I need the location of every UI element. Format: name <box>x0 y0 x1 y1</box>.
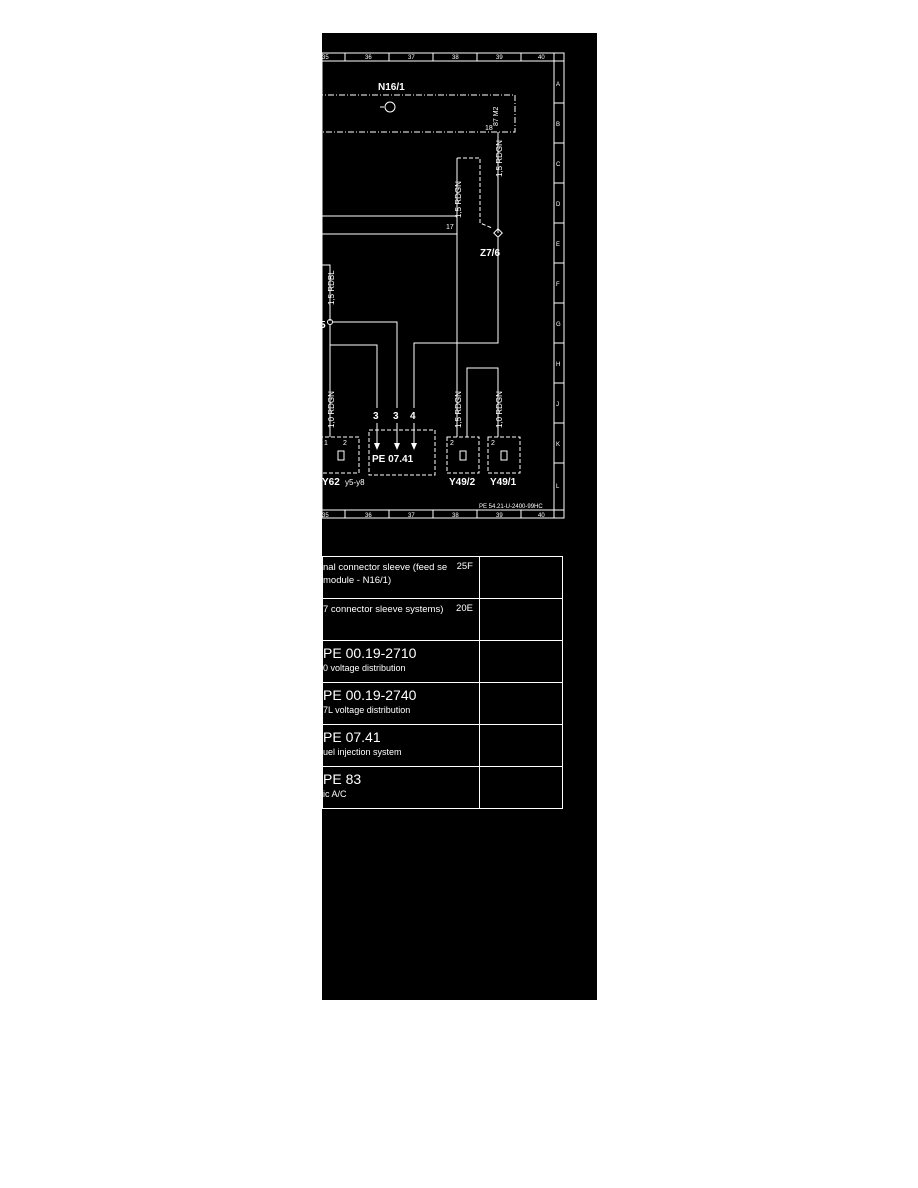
solenoid-icon <box>500 450 508 461</box>
col-39: 39 <box>496 55 503 61</box>
legend-subtitle: 0 voltage distribution <box>323 663 406 673</box>
legend-row: PE 00.19-2740 7L voltage distribution <box>322 682 564 725</box>
col-35: 35 <box>322 55 329 61</box>
legend-desc-cell: PE 07.41 uel injection system <box>322 724 480 767</box>
legend-row: PE 07.41 uel injection system <box>322 724 564 767</box>
legend-table: nal connector sleeve (feed se module - N… <box>322 556 564 809</box>
row-b: B <box>556 122 560 128</box>
col-37: 37 <box>408 55 415 61</box>
wire-label-y62: 1,0 RDGN <box>327 391 336 428</box>
wire-label-y49-2: 1,5 RDGN <box>454 391 463 428</box>
legend-blank-cell <box>478 724 564 767</box>
legend-blank-cell <box>478 640 564 683</box>
y62-pin-1: 1 <box>324 440 328 447</box>
col-37-bottom: 37 <box>408 513 415 519</box>
legend-desc-cell: nal connector sleeve (feed se module - N… <box>322 556 480 599</box>
legend-title: PE 83 <box>323 771 362 787</box>
wire-label-rdgn-top: 1,5 RDGN <box>495 140 504 177</box>
col-40: 40 <box>538 55 545 61</box>
y49-2-pin-2: 2 <box>450 440 454 447</box>
legend-blank-cell <box>478 766 564 809</box>
z7-label: Z7/6 <box>480 248 500 259</box>
pe-07-41-connector: 3 3 4 PE 07.41 <box>368 411 436 476</box>
wire-label-rdbl: 1,5 RDBL <box>327 270 336 305</box>
row-g: G <box>556 322 561 328</box>
arrow-label-3a: 3 <box>373 411 379 422</box>
column-numbers-top: 35 36 37 38 39 40 <box>322 53 545 61</box>
solenoid-icon <box>337 450 345 461</box>
arrow-label-4: 4 <box>410 411 416 422</box>
n16-label: N16/1 <box>378 82 405 93</box>
legend-blank-cell <box>478 556 564 599</box>
legend-row: PE 83 ic A/C <box>322 766 564 809</box>
legend-title: PE 07.41 <box>323 729 381 745</box>
legend-desc-cell: PE 00.19-2710 0 voltage distribution <box>322 640 480 683</box>
legend-row: nal connector sleeve (feed se module - N… <box>322 556 564 599</box>
wire-label-rdgn-mid: 1,5 RDGN <box>454 181 463 218</box>
row-k: K <box>556 442 560 448</box>
row-h: H <box>556 362 560 368</box>
legend-desc-cell: PE 00.19-2740 7L voltage distribution <box>322 682 480 725</box>
legend-desc-cell: PE 83 ic A/C <box>322 766 480 809</box>
col-38: 38 <box>452 55 459 61</box>
row-c: C <box>556 162 561 168</box>
y49-2-valve: 1,5 RDGN 2 Y49/2 <box>446 367 499 488</box>
legend-subtitle: uel injection system <box>323 747 402 757</box>
legend-title: PE 00.19-2740 <box>323 687 417 703</box>
column-numbers-bottom: 35 36 37 38 39 40 <box>322 510 545 519</box>
arrow-label-3b: 3 <box>393 411 399 422</box>
module-symbol-icon <box>384 101 396 113</box>
legend-title: PE 00.19-2710 <box>323 645 417 661</box>
n16-pin-18: 18 <box>485 125 493 132</box>
y62-valve: 1,0 RDGN 1 2 Y62 y5-y8 <box>322 388 365 488</box>
row-j: J <box>556 402 559 408</box>
legend-text: nal connector sleeve (feed se module - N… <box>323 562 448 586</box>
n16-pin-87m2: 87 M2 <box>493 106 500 126</box>
wire-label-y49-1: 1,0 RDGN <box>495 391 504 428</box>
z7-6-splice: Z7/6 <box>480 228 503 259</box>
row-f: F <box>556 282 560 288</box>
col-39-bottom: 39 <box>496 513 503 519</box>
col-36: 36 <box>365 55 372 61</box>
row-l: L <box>556 484 560 490</box>
arrow-down-icon <box>394 443 400 450</box>
arrow-down-icon <box>411 443 417 450</box>
col-35-bottom: 35 <box>322 513 329 519</box>
col-36-bottom: 36 <box>365 513 372 519</box>
legend-text: 7 connector sleeve systems) <box>323 604 444 615</box>
diagram-border <box>322 52 565 519</box>
col-38-bottom: 38 <box>452 513 459 519</box>
y49-1-valve: 1,0 RDGN 2 Y49/1 <box>487 391 521 488</box>
y49-2-label: Y49/2 <box>449 477 476 488</box>
y62-label: Y62 <box>322 477 340 488</box>
legend-subtitle: 7L voltage distribution <box>323 705 411 715</box>
legend-row: 7 connector sleeve systems) 20E <box>322 598 564 641</box>
arrow-down-icon <box>374 443 380 450</box>
y62-pin-2: 2 <box>343 440 347 447</box>
pin-17: 17 <box>446 224 454 231</box>
y49-1-label: Y49/1 <box>490 477 517 488</box>
document-code: PE 54.21-U-2400-99HC <box>479 504 543 510</box>
wiring-diagram-sheet: 35 36 37 38 39 40 35 36 37 38 39 40 <box>322 33 597 1000</box>
row-d: D <box>556 202 561 208</box>
col-40-bottom: 40 <box>538 513 545 519</box>
legend-desc-cell: 7 connector sleeve systems) 20E <box>322 598 480 641</box>
legend-grid-code: 25F <box>456 561 473 572</box>
row-a: A <box>556 82 560 88</box>
legend-subtitle: ic A/C <box>323 789 347 799</box>
n16-module: N16/1 87 M2 18 <box>322 82 516 133</box>
y62-sub-label: y5-y8 <box>345 478 365 487</box>
y49-1-pin-2: 2 <box>491 440 495 447</box>
legend-row: PE 00.19-2710 0 voltage distribution <box>322 640 564 683</box>
node-5-label: 5 <box>322 320 326 331</box>
row-letters: A B C D E F G H J K L <box>554 82 564 490</box>
wiring-diagram: 35 36 37 38 39 40 35 36 37 38 39 40 <box>322 52 565 519</box>
pe-ref-label: PE 07.41 <box>372 454 414 465</box>
row-e: E <box>556 242 560 248</box>
solenoid-icon <box>459 450 467 461</box>
legend-blank-cell <box>478 682 564 725</box>
legend-blank-cell <box>478 598 564 641</box>
legend-grid-code: 20E <box>456 603 473 614</box>
